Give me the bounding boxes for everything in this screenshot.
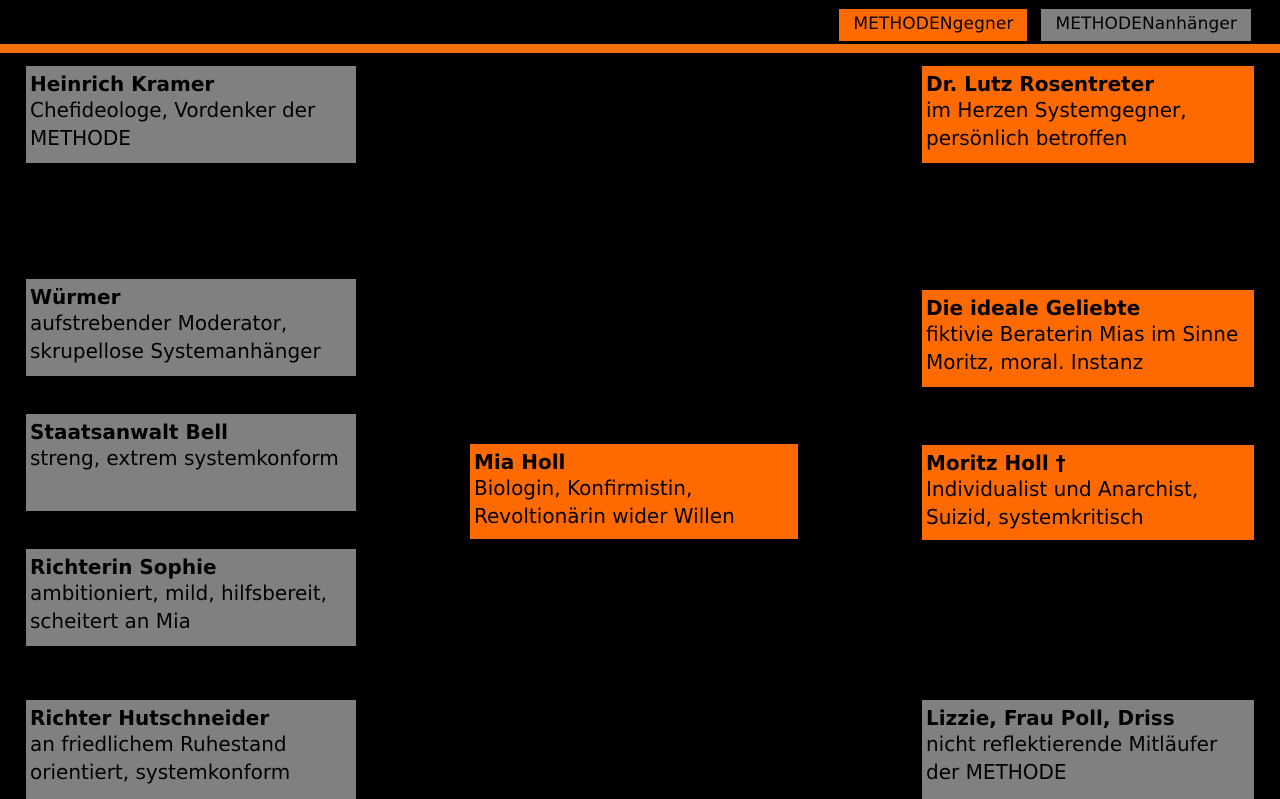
card-title: Moritz Holl † (926, 451, 1066, 475)
character-card-die-ideale-geliebte[interactable]: Die ideale Geliebte fiktivie Beraterin M… (922, 290, 1254, 387)
card-description: nicht reflektierende Mitläufer der METHO… (926, 732, 1218, 785)
legend: METHODENgegner METHODENanhänger (839, 9, 1251, 41)
card-description: Biologin, Konfirmistin, Revoltionärin wi… (474, 476, 735, 529)
card-description: im Herzen Systemgegner, persönlich betro… (926, 98, 1187, 151)
card-description: streng, extrem systemkonform (30, 446, 339, 471)
card-title: Richterin Sophie (30, 555, 217, 579)
legend-item-methodenanhaenger[interactable]: METHODENanhänger (1041, 9, 1251, 41)
card-title: Die ideale Geliebte (926, 296, 1141, 320)
card-title: Würmer (30, 285, 121, 309)
card-title: Heinrich Kramer (30, 72, 215, 96)
card-description: fiktivie Beraterin Mias im Sinne Moritz,… (926, 322, 1239, 375)
card-title: Mia Holl (474, 450, 566, 474)
card-description: ambitioniert, mild, hilfsbereit, scheite… (30, 581, 328, 634)
character-card-moritz-holl[interactable]: Moritz Holl † Individualist und Anarchis… (922, 445, 1254, 540)
character-card-richter-hutschneider[interactable]: Richter Hutschneider an friedlichem Ruhe… (26, 700, 356, 799)
card-title: Richter Hutschneider (30, 706, 270, 730)
character-card-staatsanwalt-bell[interactable]: Staatsanwalt Bell streng, extrem systemk… (26, 414, 356, 511)
card-title: Lizzie, Frau Poll, Driss (926, 706, 1175, 730)
card-description: Individualist und Anarchist, Suizid, sys… (926, 477, 1199, 530)
character-card-dr-lutz-rosentreter[interactable]: Dr. Lutz Rosentreter im Herzen Systemgeg… (922, 66, 1254, 163)
character-card-lizzie-frau-poll-driss[interactable]: Lizzie, Frau Poll, Driss nicht reflektie… (922, 700, 1254, 799)
header-divider-rule (0, 44, 1280, 53)
character-card-mia-holl[interactable]: Mia Holl Biologin, Konfirmistin, Revolti… (470, 444, 798, 539)
character-card-richterin-sophie[interactable]: Richterin Sophie ambitioniert, mild, hil… (26, 549, 356, 646)
card-description: an friedlichem Ruhestand orientiert, sys… (30, 732, 291, 785)
legend-item-methodengegner[interactable]: METHODENgegner (839, 9, 1028, 41)
card-title: Staatsanwalt Bell (30, 420, 229, 444)
card-title: Dr. Lutz Rosentreter (926, 72, 1155, 96)
character-card-wuermer[interactable]: Würmer aufstrebender Moderator, skrupell… (26, 279, 356, 376)
card-description: aufstrebender Moderator, skrupellose Sys… (30, 311, 321, 364)
card-description: Chefideologe, Vordenker der METHODE (30, 98, 316, 151)
character-card-heinrich-kramer[interactable]: Heinrich Kramer Chefideologe, Vordenker … (26, 66, 356, 163)
